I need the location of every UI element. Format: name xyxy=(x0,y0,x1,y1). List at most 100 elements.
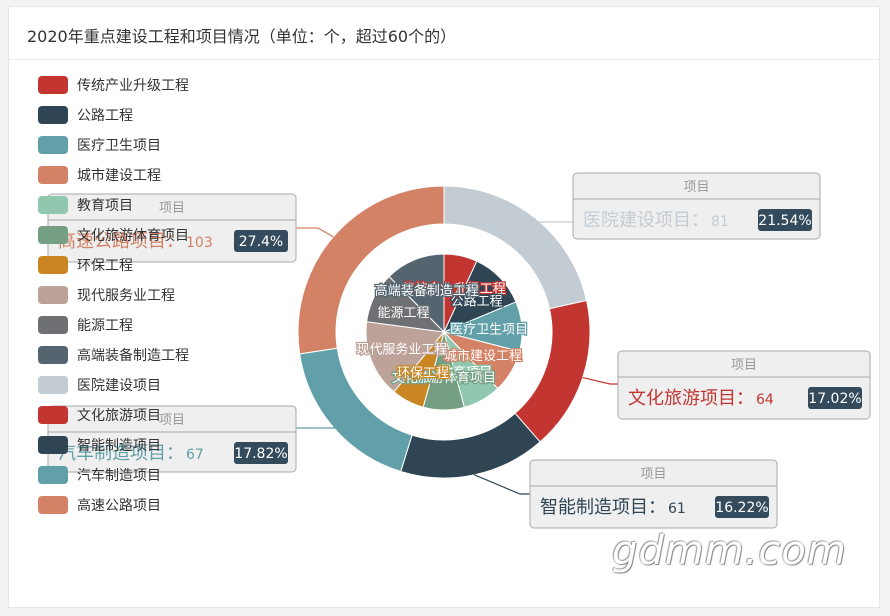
legend-item[interactable]: 医疗卫生项目 xyxy=(38,130,258,160)
inner-slice-label: 环保工程 xyxy=(397,366,449,381)
callout-background xyxy=(617,350,871,420)
legend-item[interactable]: 汽车制造项目 xyxy=(38,460,258,490)
label-line xyxy=(582,376,618,385)
callout-percent-badge xyxy=(234,230,288,252)
legend-item[interactable]: 现代服务业工程 xyxy=(38,280,258,310)
callout-percent: 21.54% xyxy=(758,213,811,229)
legend-item[interactable]: 医院建设项目 xyxy=(38,370,258,400)
legend-swatch xyxy=(38,346,68,364)
page-title: 2020年重点建设工程和项目情况（单位：个，超过60个的） xyxy=(27,27,457,46)
inner-slice[interactable] xyxy=(388,253,445,334)
inner-pie xyxy=(365,253,523,411)
legend-item[interactable]: 高端装备制造工程 xyxy=(38,340,258,370)
legend: 传统产业升级工程公路工程医疗卫生项目城市建设工程教育项目文化旅游体育项目环保工程… xyxy=(38,70,258,520)
inner-slice-label: 能源工程 xyxy=(377,306,429,321)
legend-item[interactable]: 环保工程 xyxy=(38,250,258,280)
legend-swatch xyxy=(38,406,68,424)
inner-slice-label: 高端装备制造工程 xyxy=(375,283,479,299)
legend-item[interactable]: 文化旅游项目 xyxy=(38,400,258,430)
legend-swatch xyxy=(38,256,68,274)
legend-item[interactable]: 智能制造项目 xyxy=(38,430,258,460)
legend-swatch xyxy=(38,436,68,454)
callout-series-name: 项目 xyxy=(731,358,757,373)
legend-swatch xyxy=(38,106,68,124)
inner-slice-label: 医疗卫生项目 xyxy=(450,323,528,338)
inner-slice-label: 文化旅游体育项目 xyxy=(392,370,496,386)
callout-percent: 17.82% xyxy=(234,446,287,462)
panel-header: 2020年重点建设工程和项目情况（单位：个，超过60个的） xyxy=(9,7,879,60)
legend-swatch xyxy=(38,286,68,304)
legend-swatch xyxy=(38,226,68,244)
callout-percent-badge xyxy=(234,442,288,464)
outer-slice[interactable] xyxy=(297,185,445,355)
inner-slice-label: 教育项目 xyxy=(440,364,492,380)
label-line xyxy=(474,474,530,495)
callout-name: 智能制造项目： xyxy=(540,497,666,518)
inner-slice-label: 传统产业升级工程 xyxy=(402,282,506,297)
legend-label: 智能制造项目 xyxy=(77,438,161,454)
legend-swatch xyxy=(38,76,68,94)
callout-name: 高速公路项目： xyxy=(58,231,184,252)
legend-label: 传统产业升级工程 xyxy=(77,78,189,94)
legend-label: 教育项目 xyxy=(77,198,133,214)
label-line xyxy=(531,217,573,223)
callout-name: 文化旅游项目： xyxy=(628,388,754,409)
callout-percent: 17.02% xyxy=(808,391,861,407)
legend-item[interactable]: 高速公路项目 xyxy=(38,490,258,520)
legend-label: 文化旅游体育项目 xyxy=(77,228,189,244)
legend-swatch xyxy=(38,196,68,214)
callout-percent: 27.4% xyxy=(239,234,283,250)
legend-label: 公路工程 xyxy=(77,108,133,124)
legend-label: 医院建设项目 xyxy=(77,378,161,394)
label-line xyxy=(296,227,334,238)
legend-swatch xyxy=(38,166,68,184)
inner-slice-label: 城市建设工程 xyxy=(444,348,522,364)
inner-slice-label: 现代服务业工程 xyxy=(356,341,447,357)
legend-swatch xyxy=(38,316,68,334)
callout-series-name: 项目 xyxy=(159,413,185,428)
outer-ring xyxy=(297,185,591,479)
legend-item[interactable]: 能源工程 xyxy=(38,310,258,340)
callout-percent-badge xyxy=(715,496,769,518)
legend-item[interactable]: 公路工程 xyxy=(38,100,258,130)
callout-series-name: 项目 xyxy=(159,201,185,216)
legend-label: 文化旅游项目 xyxy=(77,408,161,424)
label-lines xyxy=(296,217,618,495)
legend-swatch xyxy=(38,466,68,484)
callout-percent-badge xyxy=(758,209,812,231)
legend-label: 能源工程 xyxy=(77,318,133,334)
legend-item[interactable]: 教育项目 xyxy=(38,190,258,220)
callout-value: 67 xyxy=(186,447,204,463)
label-line xyxy=(296,426,341,429)
callout-name: 汽车制造项目： xyxy=(58,443,184,464)
callout-name: 医院建设项目： xyxy=(583,210,709,231)
callout-percent: 16.22% xyxy=(715,500,768,516)
legend-label: 高端装备制造工程 xyxy=(77,348,189,364)
inner-slice-label: 公路工程 xyxy=(451,294,503,310)
inner-slice[interactable] xyxy=(365,321,445,393)
legend-swatch xyxy=(38,136,68,154)
callout-value: 64 xyxy=(756,392,774,408)
callout-percent-badge xyxy=(808,387,862,409)
legend-label: 医疗卫生项目 xyxy=(77,138,161,154)
legend-label: 汽车制造项目 xyxy=(77,468,161,484)
callout-value: 61 xyxy=(668,501,686,517)
inner-labels: 传统产业升级工程公路工程医疗卫生项目城市建设工程教育项目文化旅游体育项目环保工程… xyxy=(355,281,529,388)
outer-slice[interactable] xyxy=(400,412,541,479)
legend-label: 环保工程 xyxy=(77,258,133,274)
legend-swatch xyxy=(38,376,68,394)
legend-label: 城市建设工程 xyxy=(77,168,161,184)
callout-value: 103 xyxy=(186,235,213,251)
legend-label: 高速公路项目 xyxy=(77,498,161,514)
legend-item[interactable]: 城市建设工程 xyxy=(38,160,258,190)
legend-item[interactable]: 传统产业升级工程 xyxy=(38,70,258,100)
legend-item[interactable]: 文化旅游体育项目 xyxy=(38,220,258,250)
callout-series-name: 项目 xyxy=(683,180,709,195)
